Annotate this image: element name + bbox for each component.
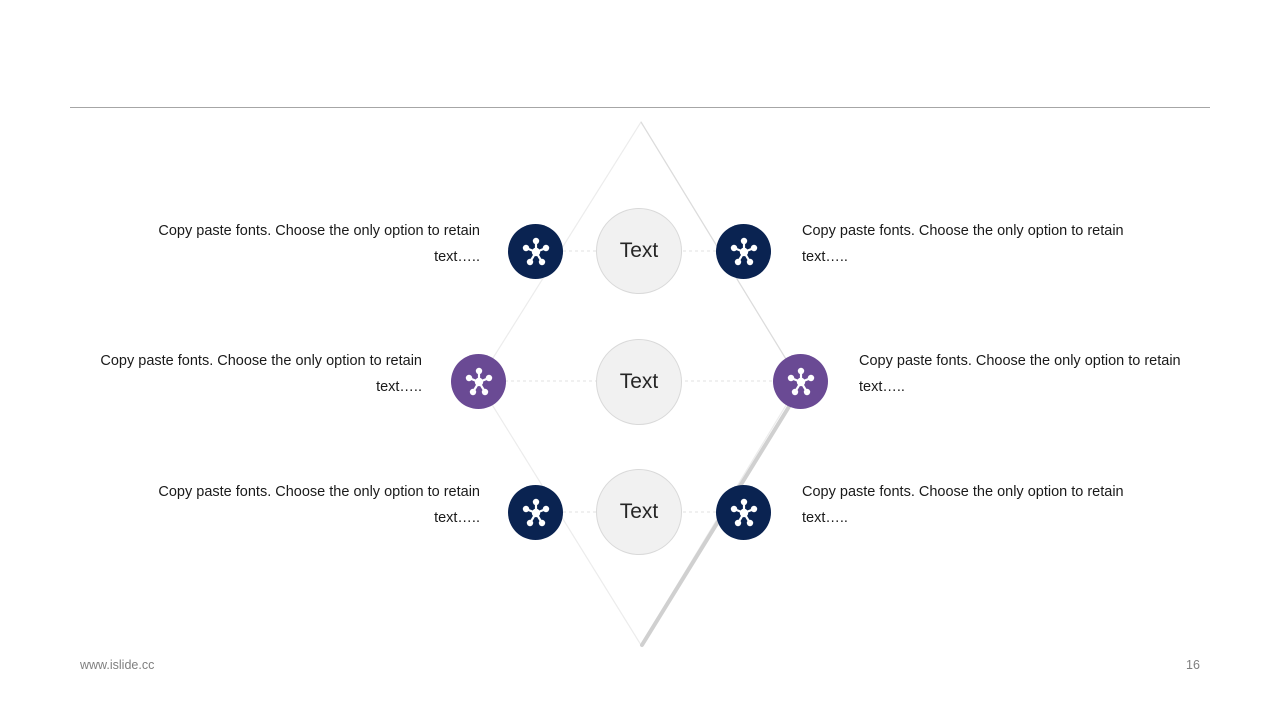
top-divider (70, 107, 1210, 108)
text-top-left: Copy paste fonts. Choose the only option… (158, 223, 480, 265)
text-bottom-right: Copy paste fonts. Choose the only option… (802, 484, 1124, 526)
center-circle-middle: Text (596, 339, 682, 425)
network-hub-icon (522, 498, 549, 526)
node-bottom-left (508, 485, 563, 540)
network-hub-icon (465, 367, 492, 395)
text-top-right: Copy paste fonts. Choose the only option… (802, 223, 1124, 265)
page-number: 16 (1186, 658, 1200, 672)
center-circle-top: Text (596, 208, 682, 294)
center-circle-bottom: Text (596, 469, 682, 555)
footer-website: www.islide.cc (80, 658, 155, 672)
center-label-bottom: Text (619, 500, 659, 523)
node-middle-left (451, 354, 506, 409)
network-hub-icon (522, 237, 549, 265)
network-hub-icon (730, 498, 757, 526)
node-bottom-right (716, 485, 771, 540)
text-bottom-left: Copy paste fonts. Choose the only option… (158, 484, 480, 526)
text-middle-left: Copy paste fonts. Choose the only option… (100, 353, 422, 395)
node-top-right (716, 224, 771, 279)
network-hub-icon (730, 237, 757, 265)
node-middle-right (773, 354, 828, 409)
center-label-top: Text (619, 239, 659, 262)
network-hub-icon (787, 367, 814, 395)
center-label-middle: Text (619, 370, 659, 393)
text-middle-right: Copy paste fonts. Choose the only option… (859, 353, 1181, 395)
node-top-left (508, 224, 563, 279)
